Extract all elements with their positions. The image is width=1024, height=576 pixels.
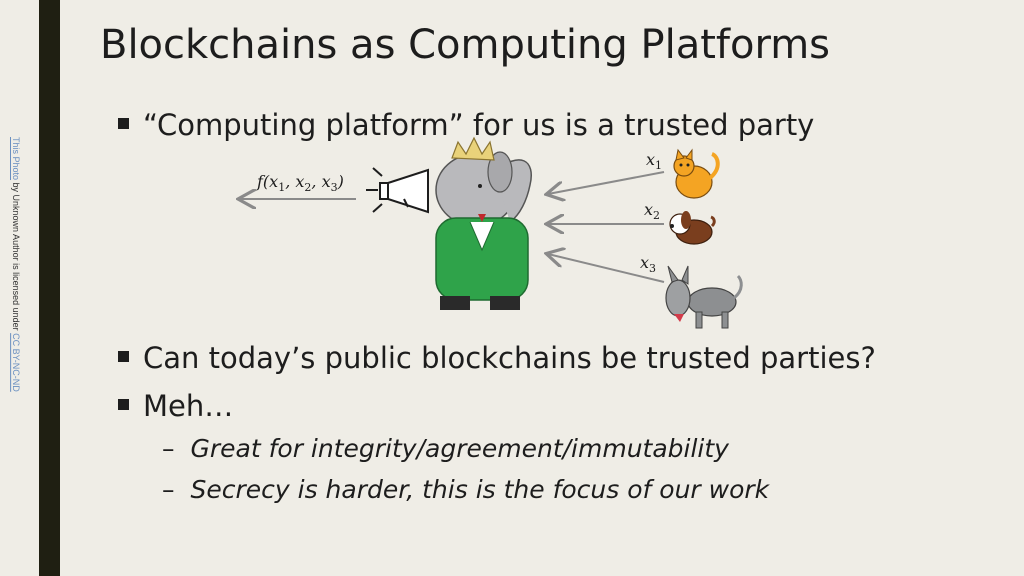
cat-icon: [673, 148, 720, 199]
sub-bullet-2: –Secrecy is harder, this is the focus of…: [162, 475, 769, 504]
bullet-1: “Computing platform” for us is a trusted…: [118, 108, 814, 142]
input-label-1: x1: [646, 150, 663, 173]
function-label: f(x1, x2, x3): [257, 172, 344, 195]
image-attribution: This Photo by Unknown Author is licensed…: [11, 137, 21, 392]
bullet-2: Can today’s public blockchains be truste…: [118, 341, 876, 375]
bullet-3: Meh…: [118, 389, 233, 423]
donkey-icon: [665, 265, 743, 329]
input-arrow-3: [548, 254, 665, 283]
sub-bullet-2-text: Secrecy is harder, this is the focus of …: [190, 475, 770, 504]
bullet-mark: [118, 118, 129, 129]
sub-bullet-1-text: Great for integrity/agreement/immutabili…: [190, 434, 729, 463]
sub-bullet-1: –Great for integrity/agreement/immutabil…: [162, 434, 729, 463]
bullet-2-text: Can today’s public blockchains be truste…: [143, 341, 876, 375]
megaphone-icon: [366, 167, 429, 214]
bullet-mark: [118, 351, 129, 362]
elephant-icon: [435, 136, 532, 310]
photo-link[interactable]: This Photo: [11, 137, 21, 181]
bullet-mark: [118, 399, 129, 410]
license-link[interactable]: CC BY-NC-ND: [11, 333, 21, 392]
bullet-3-text: Meh…: [143, 389, 234, 423]
dash-mark: –: [162, 434, 175, 463]
dog-icon: [669, 211, 716, 245]
bullet-1-text: “Computing platform” for us is a trusted…: [143, 108, 815, 142]
side-bar: [39, 0, 60, 576]
input-arrow-1: [548, 171, 665, 194]
slide-title: Blockchains as Computing Platforms: [100, 22, 831, 68]
input-label-2: x2: [644, 200, 661, 223]
attribution-text: by Unknown Author is licensed under: [11, 180, 21, 334]
input-label-3: x3: [640, 253, 657, 276]
dash-mark: –: [162, 475, 175, 504]
